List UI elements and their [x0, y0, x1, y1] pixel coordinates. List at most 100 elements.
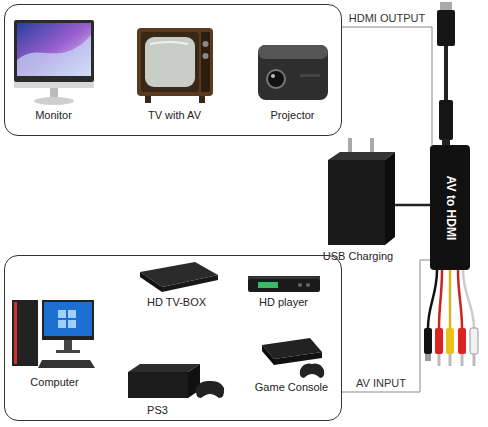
av-cables-part — [458, 328, 466, 354]
usb-charger-part — [385, 152, 395, 245]
leader-line — [342, 260, 430, 392]
av-cables-part — [449, 354, 452, 366]
hd-player-illustration-part — [248, 278, 320, 292]
tv-box-illustration — [140, 262, 218, 292]
ps4-illustration-part — [300, 364, 324, 378]
crt-tv-illustration-part — [141, 32, 199, 92]
monitor-illustration-part — [34, 97, 74, 105]
xbox-illustration — [128, 364, 224, 398]
av-cables-part — [438, 354, 441, 366]
computer-illustration-part — [64, 340, 72, 350]
av-cables-part — [458, 270, 462, 328]
crt-tv-illustration-part — [137, 28, 213, 96]
hdmi-plug — [437, 2, 455, 146]
node-label: USB Charging — [321, 250, 395, 263]
hd-player-illustration-part — [248, 276, 320, 279]
computer-illustration-part — [58, 310, 66, 318]
hd-player-illustration-part — [306, 283, 310, 287]
device-label: Game Console — [253, 381, 330, 394]
computer-illustration-part — [68, 310, 76, 318]
monitor-illustration — [14, 20, 94, 105]
node-label: HD player — [259, 296, 308, 309]
av-cables-part — [473, 354, 476, 366]
tv-box-illustration-part — [162, 275, 218, 292]
node-label: Projector — [270, 109, 314, 122]
av-cables-part — [449, 270, 452, 328]
monitor-illustration-part — [14, 20, 94, 82]
device-label: HD TV-BOX — [145, 296, 208, 309]
ps4-illustration — [262, 338, 324, 378]
usb-charger-part — [328, 160, 385, 245]
hdmi-plug-part — [439, 100, 453, 140]
hd-player-illustration — [248, 276, 320, 292]
hd-player-illustration-part — [298, 283, 302, 287]
leader-line — [342, 27, 432, 145]
device-label: HD player — [257, 296, 310, 309]
computer-illustration-part — [68, 320, 76, 328]
port-label: AV INPUT — [354, 377, 408, 390]
projector-illustration-part — [271, 74, 275, 78]
node-label: Game Console — [255, 381, 328, 394]
device-label: TV with AV — [146, 109, 203, 122]
crt-tv-illustration-part — [199, 96, 205, 103]
av-cables — [424, 270, 478, 366]
crt-tv-illustration-part — [203, 53, 209, 59]
usb-charger — [328, 138, 395, 245]
hdmi-plug-part — [444, 46, 448, 102]
av-cables-part — [428, 270, 437, 328]
edge-label-box: AV INPUT — [354, 377, 408, 390]
xbox-illustration-part — [196, 381, 224, 398]
monitor-illustration-part — [14, 82, 94, 88]
crt-tv-illustration-part — [150, 42, 188, 44]
computer-illustration-part — [12, 300, 38, 366]
device-label: Computer — [28, 376, 80, 389]
hdmi-plug-part — [437, 10, 455, 46]
device-label: PS3 — [145, 404, 170, 417]
ps4-illustration-part — [262, 345, 274, 365]
output-panel: Monitor TV with AV Projector — [4, 4, 342, 136]
projector-illustration — [258, 45, 328, 100]
av-cables-part — [435, 328, 443, 354]
av-cables-part — [461, 354, 464, 366]
monitor-illustration-part — [17, 35, 91, 76]
charging-cable — [395, 204, 430, 207]
crt-tv-illustration-part — [145, 96, 151, 103]
xbox-illustration-part — [128, 372, 188, 398]
projector-illustration-part — [267, 70, 285, 88]
node-label: HD TV-BOX — [147, 296, 206, 309]
node-label: TV with AV — [148, 109, 201, 122]
crt-tv-illustration-part — [203, 41, 209, 47]
hd-player-illustration-part — [258, 282, 278, 288]
charger: USB Charging — [321, 140, 395, 263]
crt-tv-illustration-part — [145, 37, 195, 87]
computer-illustration-part — [38, 360, 95, 368]
device-title: AV to HDMI — [444, 175, 457, 239]
computer-illustration-part — [58, 320, 66, 328]
computer-illustration — [12, 300, 95, 368]
crt-tv-illustration-part — [201, 32, 210, 92]
projector-illustration-part — [258, 45, 328, 100]
port-label: HDMI OUTPUT — [347, 12, 427, 25]
device-label: Projector — [268, 109, 316, 122]
av-cables-part — [470, 328, 478, 354]
tv-box-illustration-part — [140, 272, 162, 292]
ps4-illustration-part — [274, 352, 322, 365]
projector-illustration-part — [300, 74, 320, 77]
av-cables-part — [446, 328, 454, 354]
computer-illustration-part — [56, 350, 80, 353]
monitor-illustration-part — [50, 88, 58, 98]
av-cables-part — [424, 328, 432, 354]
input-panel: HD TV-BOX HD playerComputerPS3 Game Consol… — [4, 255, 342, 421]
monitor-illustration-part — [17, 23, 91, 76]
projector-illustration-part — [258, 45, 328, 59]
node-label: Monitor — [35, 109, 72, 122]
crt-tv-illustration — [137, 28, 213, 103]
computer-illustration-part — [44, 302, 92, 336]
computer-illustration-part — [42, 300, 94, 340]
node-label: Computer — [30, 376, 78, 389]
av-cables-part — [425, 354, 431, 361]
edge-label-box: HDMI OUTPUT — [347, 12, 427, 25]
